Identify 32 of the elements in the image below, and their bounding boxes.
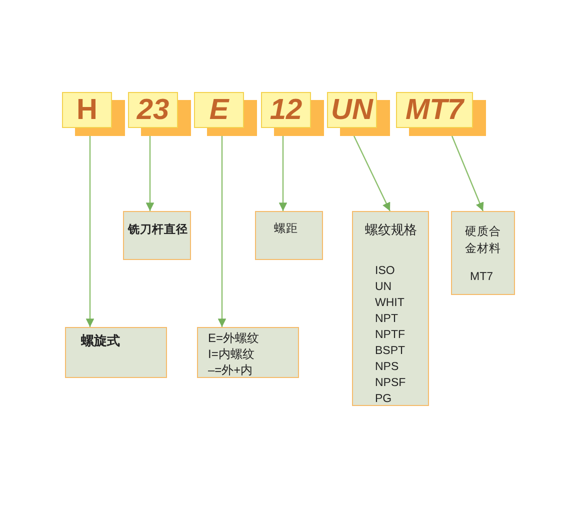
item-text: –=外+内	[208, 363, 253, 378]
arrow	[451, 136, 484, 212]
item-text: NPTF	[375, 328, 406, 342]
description-box	[123, 211, 191, 260]
item-text: NPT	[375, 312, 398, 326]
arrow	[353, 136, 391, 212]
item-text: ISO	[375, 264, 395, 278]
item-text: BSPT	[375, 344, 406, 358]
description-box	[451, 211, 515, 295]
description-box	[197, 327, 299, 378]
item-text: PG	[375, 392, 392, 406]
item-text: WHIT	[375, 296, 404, 310]
code-letter: E	[209, 96, 229, 124]
heading-text: E=外螺纹	[208, 331, 260, 346]
item-text: NPS	[375, 360, 399, 374]
item-text: UN	[375, 280, 392, 294]
heading-text: 螺距	[274, 222, 298, 236]
description-box	[65, 327, 167, 378]
description-box	[352, 211, 429, 406]
heading-text: 螺纹规格	[365, 222, 417, 238]
code-letter: MT7	[406, 96, 464, 124]
item-text: I=内螺纹	[208, 347, 254, 362]
item-text: NPSF	[375, 376, 406, 390]
code-letter: UN	[331, 96, 373, 124]
description-box	[255, 211, 323, 260]
code-letter: 23	[136, 96, 170, 124]
code-letter: H	[76, 96, 98, 124]
heading-text: 铣刀杆直径	[128, 223, 188, 238]
code-letter: 12	[270, 96, 302, 124]
heading-text: 硬质合金材料	[465, 224, 502, 257]
item-text: MT7	[470, 270, 493, 284]
heading-text: 螺旋式	[81, 333, 120, 350]
